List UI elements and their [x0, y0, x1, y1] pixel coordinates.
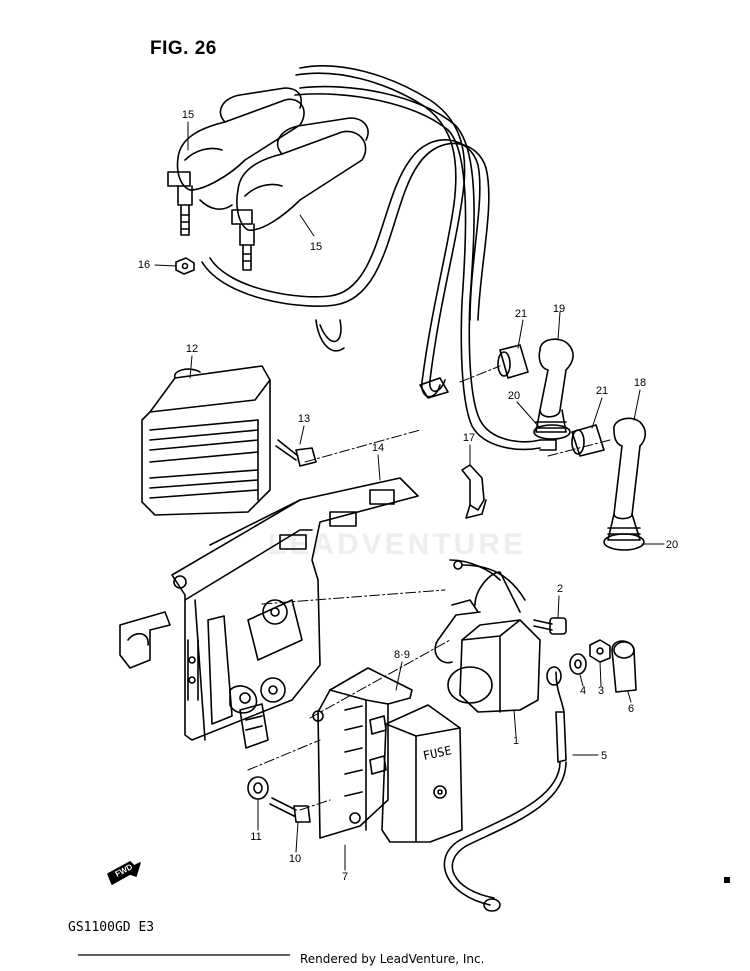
nut-16	[175, 257, 195, 275]
fuse-label: FUSE	[422, 743, 453, 763]
callout-c4: 4	[580, 685, 586, 697]
watermark: LEADVENTURE	[268, 528, 527, 561]
callout-c21a: 21	[515, 308, 527, 320]
callout-c21b: 21	[596, 385, 608, 397]
callout-c2: 2	[557, 583, 563, 595]
terminal-cover-6	[611, 640, 637, 693]
washer-4	[569, 653, 587, 675]
corner-mark	[724, 877, 730, 883]
ignition-coil-2	[231, 117, 369, 271]
callout-c5: 5	[601, 750, 607, 762]
callout-c7: 7	[342, 871, 348, 883]
callout-c15a: 15	[182, 109, 194, 121]
bolt-10	[269, 797, 311, 823]
bolt-13	[275, 439, 317, 467]
callout-c1: 1	[513, 735, 519, 747]
fwd-arrow	[107, 861, 141, 885]
callout-c6: 6	[628, 703, 634, 715]
callout-c14: 14	[372, 442, 384, 454]
callout-c13: 13	[298, 413, 310, 425]
callout-c20b: 20	[666, 539, 678, 551]
callout-c11: 11	[250, 831, 261, 843]
seal-21-upper	[497, 344, 529, 379]
footer-credit: Rendered by LeadVenture, Inc.	[300, 952, 485, 966]
nut-3	[589, 639, 611, 663]
callout-c15b: 15	[310, 241, 322, 253]
callout-c12: 12	[186, 343, 198, 355]
lead-wire-5	[443, 666, 567, 912]
screw-2	[533, 617, 567, 635]
callout-c20a: 20	[508, 390, 520, 402]
callout-c16: 16	[138, 259, 150, 271]
high-tension-leads	[201, 65, 557, 451]
callout-leaders	[154, 121, 665, 871]
washer-11	[247, 776, 269, 800]
seal-21-lower	[571, 424, 605, 457]
grommet-20-upper	[533, 424, 571, 440]
mounting-bracket	[119, 477, 419, 749]
clamp-17	[461, 464, 487, 519]
plug-cap-19	[535, 338, 574, 433]
callout-c89: 8·9	[394, 649, 410, 661]
callout-c17: 17	[463, 432, 475, 444]
starter-relay-1	[434, 559, 541, 713]
callout-c18: 18	[634, 377, 646, 389]
callout-c19: 19	[553, 303, 565, 315]
callout-c10: 10	[289, 853, 301, 865]
plug-cap-18	[603, 417, 647, 551]
figure-title: FIG. 26	[150, 38, 217, 59]
fuse-box-7	[312, 667, 413, 839]
callout-c3: 3	[598, 685, 604, 697]
relay-lead-wire	[461, 564, 526, 601]
model-code: GS1100GD E3	[68, 920, 155, 935]
igniter-unit-12	[141, 365, 271, 516]
assembly-guide-lines	[247, 365, 611, 811]
fuse-cover	[381, 704, 463, 843]
